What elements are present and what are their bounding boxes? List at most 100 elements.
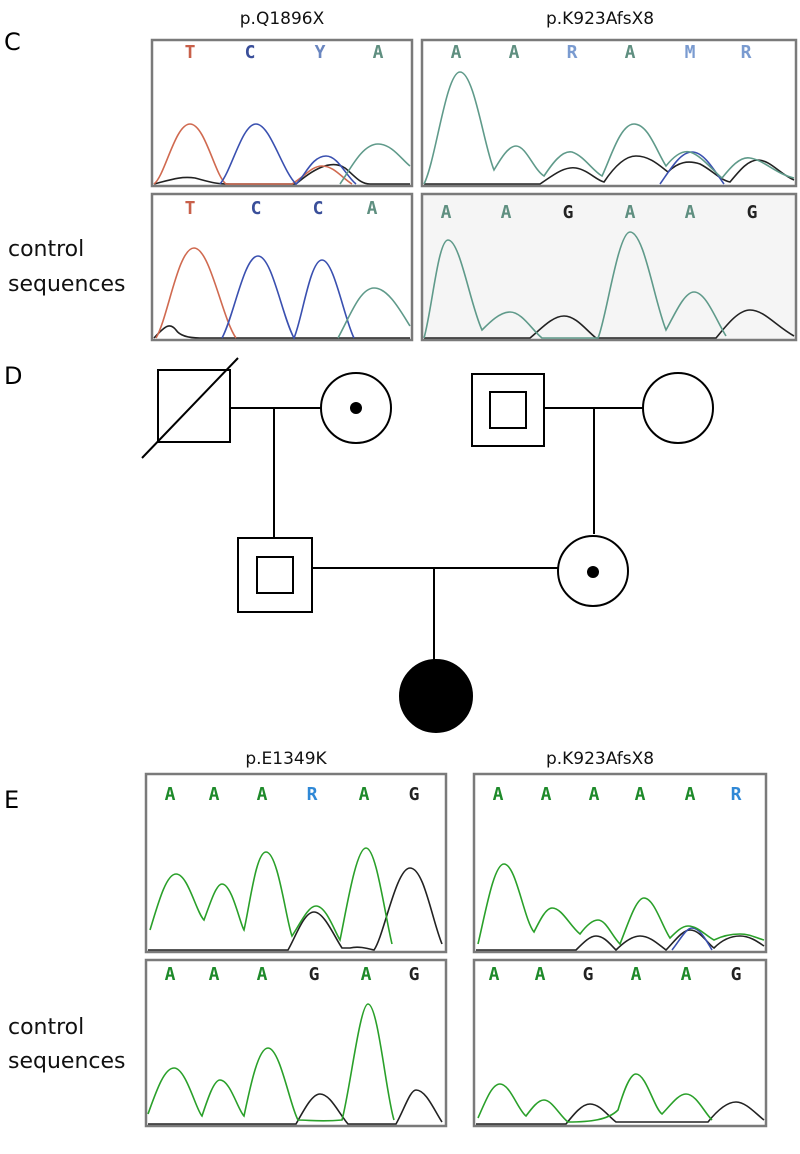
carrier-inner-square — [256, 556, 294, 594]
chromatogram-frame — [472, 958, 768, 1128]
chromatogram-e-k923afsx8-patient: A A A A A R — [472, 772, 768, 954]
trace-red — [153, 123, 353, 185]
base-call: A — [685, 202, 696, 223]
individual-father — [237, 537, 313, 613]
panel-letter-d: D — [4, 362, 22, 390]
base-call-row: T C Y A — [185, 42, 384, 63]
base-call: A — [685, 784, 696, 805]
chromatogram-c-k923afsx8-patient: A A R A M R — [420, 38, 798, 188]
female-circle — [642, 372, 714, 444]
chromatogram-c-k923afsx8-control: A A G A A G — [420, 192, 798, 342]
base-call: C — [245, 42, 256, 63]
trace-black — [476, 929, 765, 952]
side-label-line: sequences — [8, 1049, 125, 1074]
base-call: G — [409, 964, 420, 985]
side-label-line: sequences — [8, 272, 125, 297]
chromatogram-c-q1896x-control: T C C A — [150, 192, 414, 342]
trace-black — [153, 325, 410, 339]
base-call: A — [257, 784, 268, 805]
base-call: A — [367, 198, 378, 219]
trace-blue — [671, 927, 713, 951]
deceased-slash — [141, 357, 239, 459]
individual-mother — [557, 535, 629, 607]
chromatogram-c-q1896x-patient: T C Y A — [150, 38, 414, 188]
chromatogram-e-e1349k-patient: A A A R A G — [144, 772, 448, 954]
trace-red — [155, 247, 237, 339]
panel-c-title-right: p.K923AfsX8 — [546, 9, 654, 29]
trace-teal — [423, 231, 727, 339]
base-call: A — [509, 42, 520, 63]
chromatogram-frame — [472, 772, 768, 954]
pedigree — [141, 357, 714, 733]
base-call: C — [313, 198, 324, 219]
base-call: R — [307, 784, 318, 805]
base-call: A — [635, 784, 646, 805]
trace-green — [149, 847, 393, 945]
side-label-line: control — [8, 1015, 84, 1040]
base-call-row: A A G A A G — [489, 964, 742, 985]
individual-maternal-grandfather — [471, 373, 545, 447]
trace-green — [477, 863, 765, 946]
trace-blue — [221, 255, 355, 340]
base-call: R — [567, 42, 578, 63]
base-call: G — [409, 784, 420, 805]
base-call: A — [373, 42, 384, 63]
base-call: A — [541, 784, 552, 805]
base-call: M — [685, 42, 696, 63]
base-call-row: A A A A A R — [493, 784, 742, 805]
panel-c-side-label: control sequences — [8, 237, 125, 297]
base-call: R — [731, 784, 742, 805]
base-call-row: A A G A A G — [441, 202, 758, 223]
chromatogram-frame — [144, 958, 448, 1128]
base-call: A — [209, 964, 220, 985]
base-call: A — [535, 964, 546, 985]
individual-paternal-grandmother — [320, 372, 392, 444]
chromatogram-frame — [150, 192, 414, 342]
individual-proband — [399, 659, 473, 733]
base-call-row: A A A G A G — [165, 964, 420, 985]
base-call: A — [625, 202, 636, 223]
base-call: A — [625, 42, 636, 63]
base-call-row: A A R A M R — [451, 42, 752, 63]
trace-teal — [339, 143, 411, 185]
base-call: G — [309, 964, 320, 985]
individual-paternal-grandfather — [141, 357, 239, 459]
base-call: A — [489, 964, 500, 985]
trace-green — [477, 1073, 713, 1123]
base-call: A — [165, 964, 176, 985]
base-call: Y — [315, 42, 326, 63]
chromatogram-frame — [420, 192, 798, 342]
base-call: G — [747, 202, 758, 223]
panel-e-title-left: p.E1349K — [245, 749, 327, 769]
panel-c-title-left: p.Q1896X — [240, 9, 325, 29]
carrier-dot — [587, 566, 599, 578]
base-call: G — [583, 964, 594, 985]
base-call: G — [563, 202, 574, 223]
base-call: T — [185, 42, 196, 63]
panel-e-title-right: p.K923AfsX8 — [546, 749, 654, 769]
panel-e-side-label: control sequences — [8, 1015, 125, 1074]
base-call: A — [589, 784, 600, 805]
panel-letter-c: C — [4, 28, 21, 56]
base-call: A — [493, 784, 504, 805]
base-call: A — [441, 202, 452, 223]
individual-maternal-grandmother — [642, 372, 714, 444]
carrier-dot — [350, 402, 362, 414]
panel-letter-e: E — [4, 786, 19, 814]
base-call: A — [451, 42, 462, 63]
base-call: A — [681, 964, 692, 985]
trace-black — [476, 1101, 765, 1125]
trace-green — [147, 1003, 395, 1122]
carrier-inner-square — [489, 391, 527, 429]
base-call: A — [631, 964, 642, 985]
base-call: C — [251, 198, 262, 219]
chromatogram-e-k923afsx8-control: A A G A A G — [472, 958, 768, 1128]
base-call: A — [361, 964, 372, 985]
chromatogram-frame — [144, 772, 448, 954]
base-call: A — [209, 784, 220, 805]
base-call: R — [741, 42, 752, 63]
trace-black — [148, 1089, 443, 1125]
base-call: A — [257, 964, 268, 985]
base-call: G — [731, 964, 742, 985]
